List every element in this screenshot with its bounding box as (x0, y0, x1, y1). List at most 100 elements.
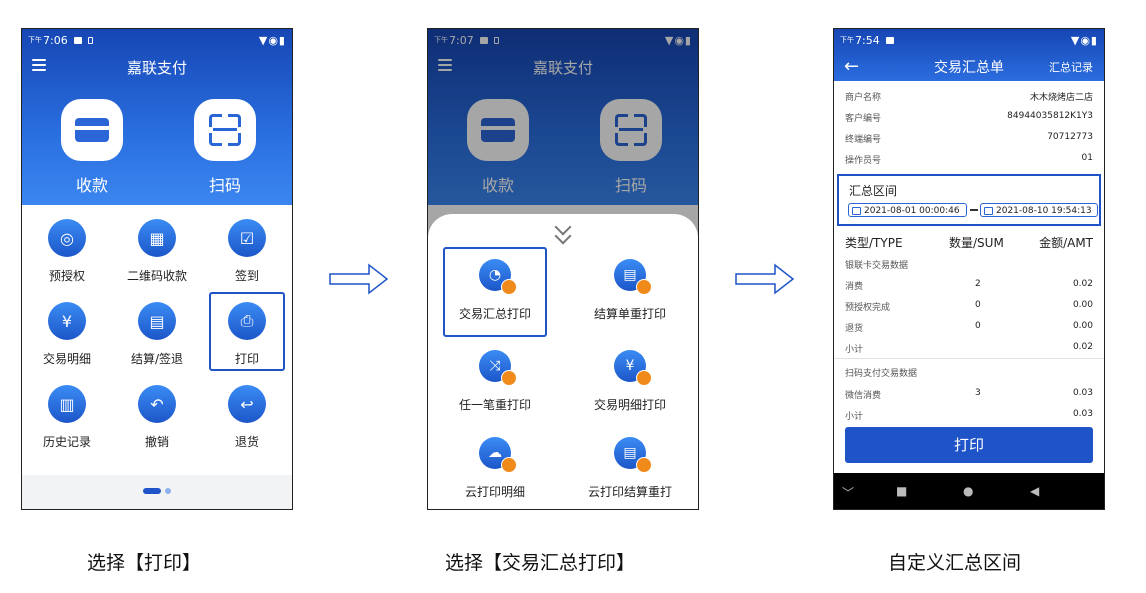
scan-label: 扫码 (614, 176, 647, 195)
page-dot[interactable] (165, 488, 171, 494)
cell-type: 微信消费 (845, 391, 882, 401)
printer-icon: ⎙ (228, 302, 266, 340)
sheet-item-label: 云打印结算重打 (587, 485, 672, 499)
app-bar: 嘉联支付 (22, 51, 292, 81)
status-icons: ▼◉▮ (664, 33, 692, 47)
grid-item-print[interactable]: ⎙ 打印 (202, 302, 292, 367)
cell-type: 小计 (845, 412, 864, 422)
grid-label: 撤销 (144, 435, 169, 449)
sheet-item-cloud-settlement-reprint[interactable]: ▤ 云打印结算重打 (565, 437, 695, 500)
caption-step-3: 自定义汇总区间 (888, 552, 1022, 574)
summary-range-box: 汇总区间 2021-08-01 00:00:46 2021-08-10 19:5… (837, 174, 1101, 226)
column-header: 类型/TYPE (845, 236, 903, 250)
print-button[interactable]: 打印 (845, 427, 1093, 463)
sheet-item-settlement-reprint[interactable]: ▤ 结算单重打印 (565, 259, 695, 322)
image-notification-icon (479, 36, 488, 44)
collect-payment-button[interactable] (61, 99, 123, 161)
icon-glyph: ◔ (488, 267, 502, 283)
cell-amt: 0.02 (1072, 342, 1093, 352)
grid-item-revoke[interactable]: ↶ 撤销 (112, 385, 202, 450)
home-icon[interactable]: ● (963, 484, 974, 498)
highlight-summary-print (443, 247, 547, 337)
cell-type: 消费 (845, 282, 864, 292)
grid-label: 结算/签退 (130, 352, 184, 366)
grid-item-return[interactable]: ↩ 退货 (202, 385, 292, 450)
sheet-item-detail-print[interactable]: ¥ 交易明细打印 (565, 350, 695, 413)
scan-icon (209, 114, 241, 146)
grid-item-preauth[interactable]: ◎ 预授权 (22, 219, 112, 284)
status-bar: 下午 7:06 ▼◉▮ (22, 29, 292, 51)
scan-button[interactable] (600, 99, 662, 161)
grid-item-transaction-detail[interactable]: ¥ 交易明细 (22, 302, 112, 367)
qrcode-icon: ▦ (138, 219, 176, 257)
recents-icon[interactable]: ■ (896, 484, 908, 498)
page-title: 交易汇总单 (934, 60, 1004, 76)
icon-glyph: ▤ (623, 445, 637, 461)
printer-badge-icon (501, 370, 517, 386)
page-dot-active[interactable] (143, 488, 161, 494)
collect-payment-button[interactable] (467, 99, 529, 161)
printer-badge-icon (636, 370, 652, 386)
divider (834, 358, 1104, 359)
arrow-right-icon (329, 263, 389, 295)
grid-item-settle-signout[interactable]: ▤ 结算/签退 (112, 302, 202, 367)
collect-payment-label: 收款 (75, 176, 108, 195)
info-key: 客户编号 (845, 114, 882, 124)
range-separator (970, 209, 978, 211)
print-options-sheet: ◔ 交易汇总打印 ▤ 结算单重打印 ⤨ 任一笔重打印 ¥ 交易明细打印 ☁ 云打… (428, 214, 698, 509)
status-icons: ▼◉▮ (1070, 33, 1098, 47)
icon-glyph: ▤ (623, 267, 637, 283)
phone-screen-main-menu: 下午 7:06 ▼◉▮ 嘉联支付 收款 扫码 ◎ 预授权 ▦ 二维码收款 ☑ 签… (21, 28, 293, 510)
image-notification-icon (885, 36, 894, 44)
pie-chart-icon: ◔ (479, 259, 517, 295)
caption-step-2: 选择【交易汇总打印】 (445, 552, 636, 574)
info-value: 木木烧烤店二店 (1029, 93, 1093, 103)
status-time: 7:06 (43, 33, 68, 47)
status-bar: 下午 7:54 ▼◉▮ (834, 29, 1104, 51)
calendar-check-icon: ☑ (228, 219, 266, 257)
icon-glyph: ☁ (488, 445, 502, 461)
grid-label: 历史记录 (42, 435, 91, 449)
caption-step-1: 选择【打印】 (87, 552, 202, 574)
award-icon: ◎ (48, 219, 86, 257)
printer-badge-icon (501, 279, 517, 295)
image-notification-icon (73, 36, 82, 44)
system-nav-bar: ﹀ ■ ● ◀ (834, 473, 1104, 509)
section-label: 银联卡交易数据 (845, 261, 909, 271)
app-title: 嘉联支付 (532, 59, 593, 77)
section-label: 扫码支付交易数据 (845, 369, 918, 379)
menu-icon[interactable] (438, 59, 452, 71)
cell-amt: 0.00 (1072, 321, 1093, 331)
sheet-item-summary-print[interactable]: ◔ 交易汇总打印 (430, 259, 560, 322)
start-date-field[interactable]: 2021-08-01 00:00:46 (848, 203, 967, 217)
lock-icon (493, 36, 499, 44)
sheet-item-any-reprint[interactable]: ⤨ 任一笔重打印 (430, 350, 560, 413)
scan-label: 扫码 (208, 176, 241, 195)
cell-sum: 0 (975, 321, 981, 331)
end-date-field[interactable]: 2021-08-10 19:54:13 (980, 203, 1098, 217)
back-arrow-icon[interactable]: ← (844, 56, 860, 77)
status-time-prefix: 下午 (434, 36, 448, 44)
menu-icon[interactable] (32, 59, 46, 71)
app-title: 嘉联支付 (126, 59, 187, 77)
chevron-down-icon[interactable] (554, 218, 572, 245)
sheet-item-cloud-detail[interactable]: ☁ 云打印明细 (430, 437, 560, 500)
keyboard-hide-icon[interactable]: ﹀ (842, 486, 855, 500)
clipboard-icon: ▤ (614, 259, 652, 295)
info-value: 01 (1081, 153, 1093, 163)
return-icon: ↩ (228, 385, 266, 423)
scan-button[interactable] (194, 99, 256, 161)
column-header: 金额/AMT (1039, 236, 1093, 250)
printer-badge-icon (501, 457, 517, 473)
section-title: 扫码支付交易数据 (845, 366, 1093, 379)
summary-records-link[interactable]: 汇总记录 (1049, 61, 1093, 74)
lock-icon (87, 36, 93, 44)
grid-item-qrcode-collect[interactable]: ▦ 二维码收款 (112, 219, 202, 284)
grid-item-signin[interactable]: ☑ 签到 (202, 219, 292, 284)
grid-item-history[interactable]: ▥ 历史记录 (22, 385, 112, 450)
back-icon[interactable]: ◀ (1030, 484, 1040, 498)
grid-label: 交易明细 (42, 352, 91, 366)
